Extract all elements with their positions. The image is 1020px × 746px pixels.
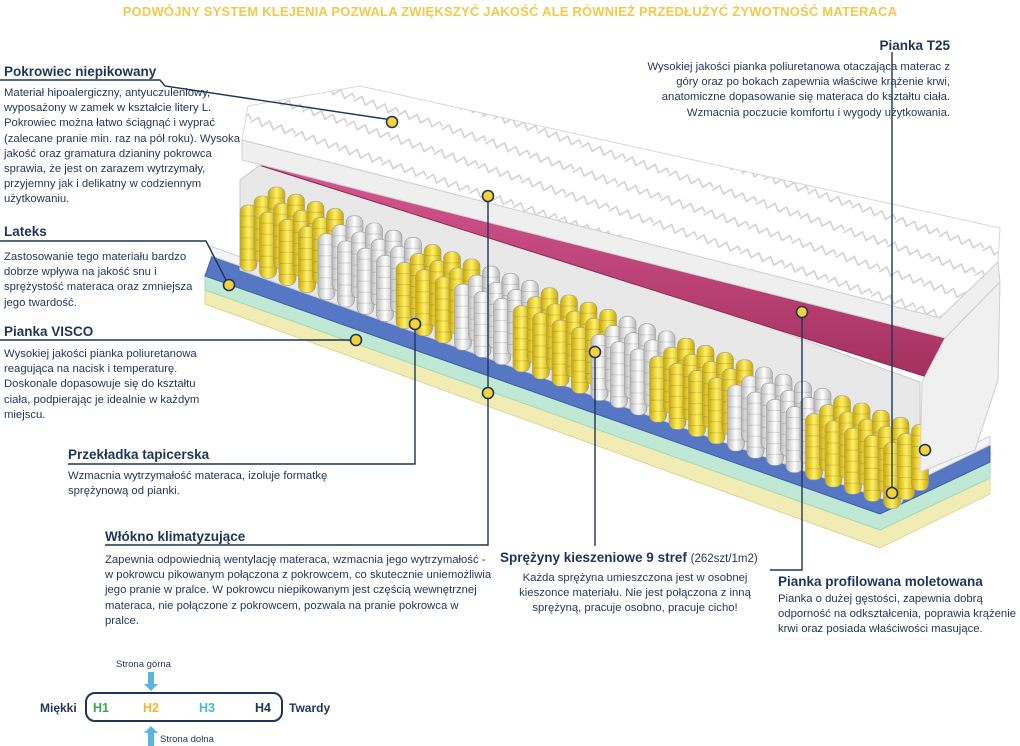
marker-lateks [222,278,236,292]
sprezyny-title-main: Sprężyny kieszeniowe 9 stref [500,550,687,565]
marker-foam [481,189,495,203]
hardness-h4: H4 [255,701,271,715]
przekladka-text: Wzmacnia wytrzymałość materaca, izoluje … [68,470,328,498]
t25-title: Pianka T25 [879,38,950,53]
visco-title: Pianka VISCO [4,324,94,339]
marker-wlokno [481,386,495,400]
marker-side [918,443,932,457]
hardness-scale [85,692,283,722]
sprezyny-title: Sprężyny kieszeniowe 9 stref (262szt/1m2… [500,550,758,565]
marker-sprezyny [588,345,602,359]
bottom-side-label: Strona dolna [160,734,214,745]
springs-group [239,186,929,509]
wlokno-title: Włókno klimatyzujące [105,529,246,544]
markers [222,115,932,500]
hardness-h3: H3 [199,701,215,715]
hardness-h2: H2 [143,701,159,715]
marker-przekladka [408,317,422,331]
moletowana-title: Pianka profilowana moletowana [778,574,983,589]
visco-text: Wysokiej jakości pianka poliuretanowa re… [4,348,200,421]
pokrowiec-title: Pokrowiec niepikowany [4,64,157,79]
arrow-down-icon [144,672,158,691]
hard-label: Twardy [289,701,331,715]
hardness-h1: H1 [93,701,109,715]
soft-label: Miękki [40,701,77,715]
banner-heading: PODWÓJNY SYSTEM KLEJENIA POZWALA ZWIĘKSZ… [122,4,898,19]
sprezyny-title-note: (262szt/1m2) [690,553,758,565]
pokrowiec-text: Materiał hipoalergiczny, antyuczuleniowy… [4,87,240,206]
t25-text: Wysokiej jakości pianka poliuretanowa ot… [647,61,950,119]
mattress-end [919,280,1001,473]
marker-pokrowiec [385,115,399,129]
lateks-title: Lateks [4,224,47,239]
lateks-text: Zastosowanie tego materiału bardzo dobrz… [4,251,193,309]
top-side-label: Strona górna [116,659,171,670]
marker-t25 [885,486,899,500]
sprezyny-text: Każda sprężyna umieszczona jest w osobne… [519,572,751,615]
moletowana-text: Pianka o dużej gęstości, zapewnia dobrą … [778,593,1017,636]
przekladka-title: Przekładka tapicerska [68,447,210,462]
marker-visco [349,333,363,347]
leader-lines [0,52,925,571]
marker-moletowana [795,305,809,319]
arrow-up-icon [144,726,158,746]
wlokno-text: Zapewnia odpowiednią wentylację materaca… [105,554,492,627]
